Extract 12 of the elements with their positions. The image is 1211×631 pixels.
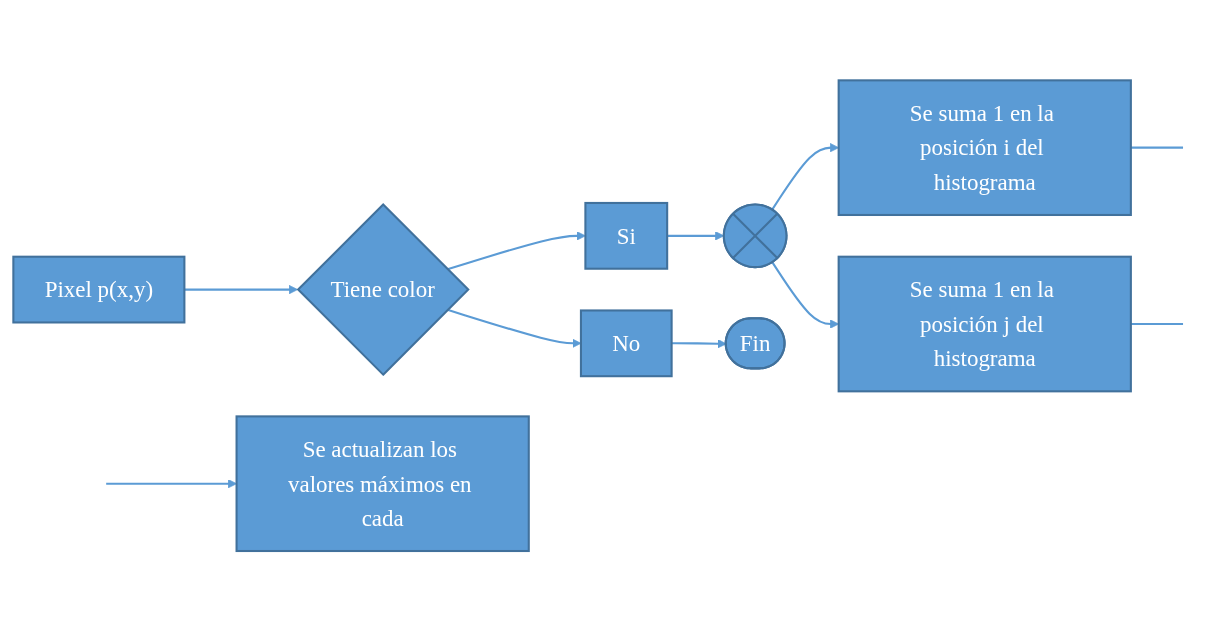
node-box: Pixel p(x,y) bbox=[12, 255, 186, 324]
node-diamond: Tiene color bbox=[296, 202, 470, 376]
node-box: Si bbox=[584, 201, 669, 270]
arrow bbox=[106, 478, 237, 489]
arrow bbox=[447, 231, 586, 271]
node-box: Se suma 1 en la posición j del histograma bbox=[837, 255, 1132, 393]
connector bbox=[1130, 322, 1184, 325]
connector bbox=[1130, 146, 1184, 149]
node-box: Se actualizan los valores máximos en cada bbox=[235, 415, 530, 552]
node-box: No bbox=[579, 309, 673, 378]
node-box: Se suma 1 en la posición i del histograma bbox=[837, 79, 1132, 216]
arrow bbox=[184, 284, 298, 294]
